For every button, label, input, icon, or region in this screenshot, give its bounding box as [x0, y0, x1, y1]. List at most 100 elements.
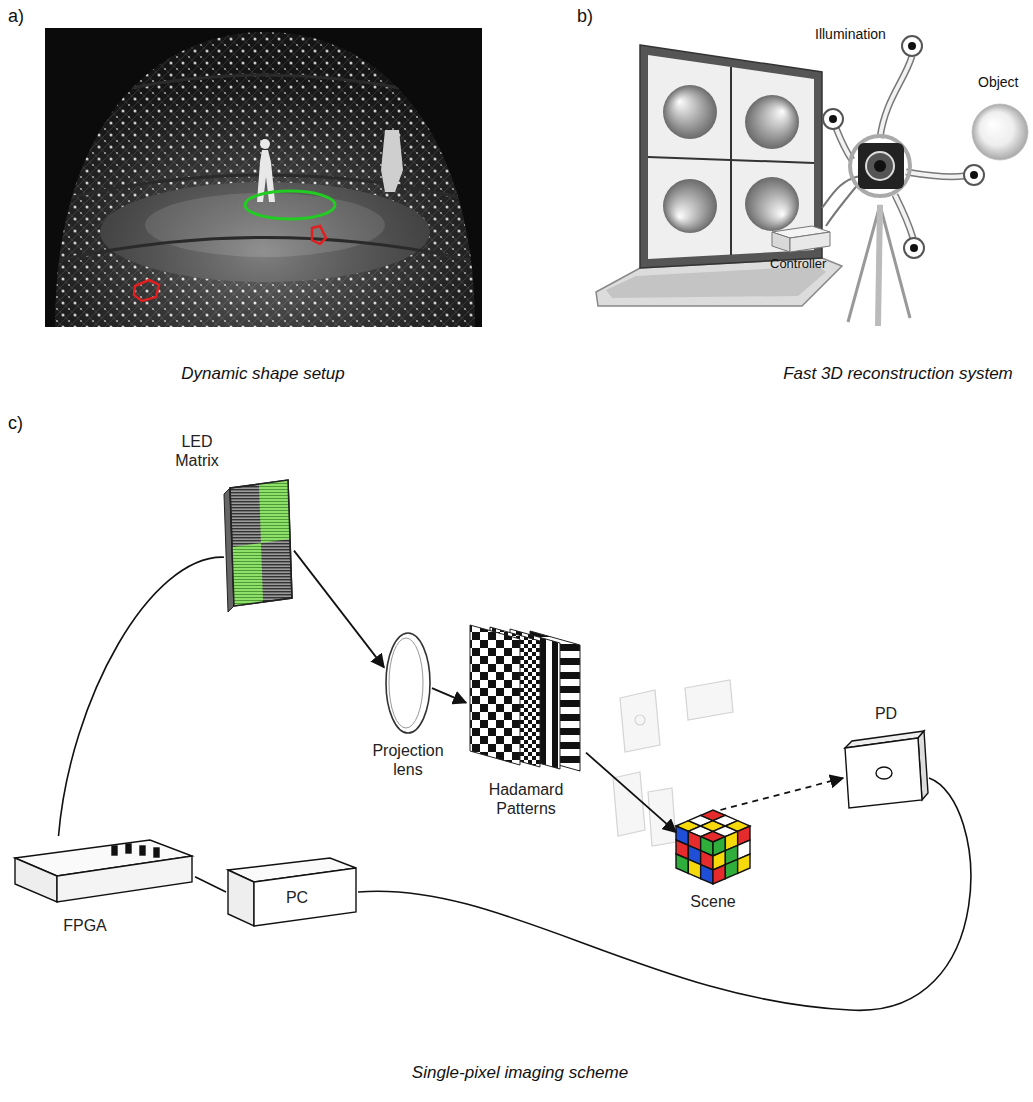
drawing-path — [826, 182, 860, 226]
led-matrix — [224, 480, 292, 612]
drawing-circle — [663, 85, 717, 139]
drawing-polygon — [648, 788, 676, 846]
drawing-rect — [688, 859, 700, 878]
lens-node: Projection lens — [384, 631, 432, 735]
drawing-polygon — [259, 480, 290, 543]
fpga-board — [15, 840, 192, 902]
drawing-ellipse — [386, 633, 430, 733]
pc-node: PC — [226, 856, 358, 928]
drawing-polygon — [685, 680, 733, 720]
drawing-path — [836, 56, 964, 238]
drawing-rect — [45, 28, 482, 327]
drawing-circle — [823, 109, 843, 129]
drawing-ellipse — [245, 191, 335, 219]
drawing-path — [134, 280, 159, 301]
drawing-circle — [908, 42, 916, 50]
node-label: LED Matrix — [166, 432, 228, 470]
drawing-circle — [972, 104, 1028, 160]
light-arrow — [432, 688, 466, 703]
drawing-circle — [964, 165, 984, 185]
cable — [358, 778, 971, 1010]
drawing-polygon — [845, 738, 922, 808]
drawing-circle — [910, 244, 918, 252]
drawing-polygon — [230, 480, 292, 606]
panel-caption: Dynamic shape setup — [181, 364, 344, 384]
panel-caption: Single-pixel imaging scheme — [412, 1063, 628, 1083]
drawing-rect — [725, 859, 737, 878]
part-label: Controller — [770, 256, 826, 272]
drawing-circle — [829, 115, 837, 123]
cable — [59, 557, 225, 836]
node-label: FPGA — [45, 916, 125, 935]
drawing-circle — [663, 179, 717, 233]
drawing-circle — [745, 95, 799, 149]
drawing-rect — [738, 854, 750, 873]
part-label: Illumination — [815, 26, 886, 43]
node-label: PD — [856, 704, 916, 723]
drawing-polygon — [15, 858, 57, 902]
drawing-ellipse — [876, 767, 892, 779]
drawing-circle — [745, 177, 799, 231]
panel-letter: a) — [8, 6, 24, 28]
panel-caption: Fast 3D reconstruction system — [783, 364, 1013, 384]
drawing-polygon — [232, 543, 263, 606]
drawing-path — [848, 205, 910, 326]
photodiode — [845, 731, 928, 808]
drawing-polygon — [57, 856, 192, 902]
hadamard-patterns — [470, 625, 580, 771]
drawing-rect — [676, 854, 688, 873]
drawing-path — [878, 205, 880, 326]
drawing-circle — [260, 139, 270, 149]
drawing-circle — [904, 238, 924, 258]
drawing-circle — [850, 136, 910, 196]
drawing-polygon — [254, 868, 356, 926]
node-label: Projection lens — [358, 741, 458, 779]
cable — [195, 877, 226, 892]
drawing-polygon — [470, 625, 520, 765]
drawing-circle — [635, 715, 645, 725]
drawing-rect — [45, 28, 482, 327]
drawing-circle — [970, 171, 978, 179]
node-label: Scene — [668, 892, 758, 911]
drawing-rect — [154, 848, 159, 857]
drawing-circle — [902, 36, 922, 56]
drawing-rect — [112, 846, 117, 855]
drawing-g — [45, 28, 482, 327]
drawing-path — [381, 130, 403, 192]
drawing-rect — [45, 28, 482, 327]
dome-photo — [45, 28, 482, 327]
drawing-polygon — [230, 480, 292, 606]
fpga-node: FPGA — [13, 836, 195, 904]
drawing-path — [836, 56, 964, 238]
drawing-rect — [126, 844, 131, 853]
led-matrix-node: LED Matrix — [224, 478, 294, 610]
drawing-polygon — [648, 55, 814, 259]
drawing-path — [312, 226, 326, 244]
scene-node: Scene — [676, 810, 750, 884]
rubiks-cube-scene — [676, 810, 750, 884]
drawing-polygon — [772, 232, 790, 252]
projection-lens — [386, 633, 430, 733]
drawing-rect — [701, 865, 713, 884]
drawing-rect — [140, 846, 145, 855]
light-arrow — [294, 551, 384, 668]
photodiode-node: PD — [843, 730, 929, 810]
node-label: Hadamard Patterns — [471, 780, 581, 818]
node-label: PC — [262, 888, 332, 907]
drawing-polygon — [620, 690, 660, 752]
part-label: Object — [978, 74, 1018, 91]
drawing-g — [676, 826, 713, 884]
drawing-polygon — [228, 870, 254, 926]
drawing-rect — [713, 865, 725, 884]
panel-letter: c) — [8, 413, 23, 435]
drawing-circle — [874, 160, 886, 172]
drawing-rect — [858, 143, 904, 189]
light-arrow — [720, 778, 843, 810]
drawing-ellipse — [389, 638, 423, 728]
drawing-g — [713, 826, 750, 884]
pc-box — [228, 858, 356, 926]
drawing-polygon — [790, 232, 830, 252]
